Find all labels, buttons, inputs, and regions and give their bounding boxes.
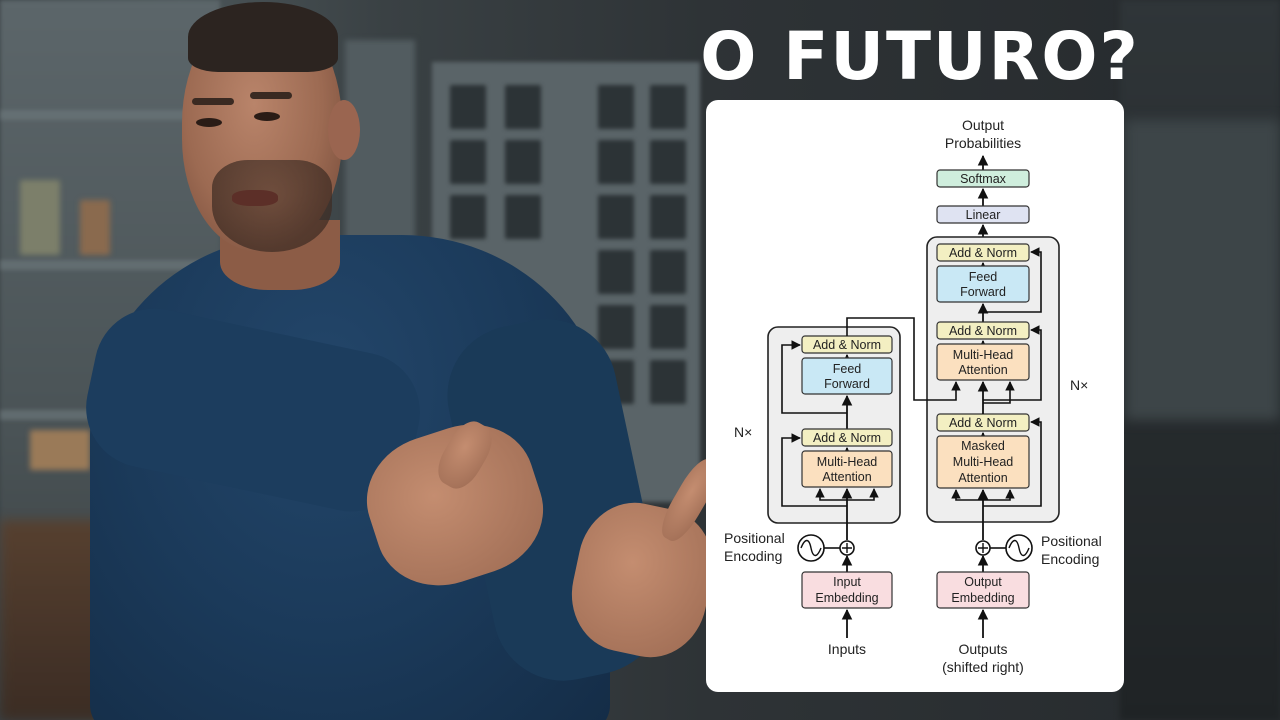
door-pane	[450, 85, 486, 129]
presenter-mouth	[232, 190, 278, 206]
decoder-wave	[1008, 539, 1030, 557]
presenter-beard	[212, 160, 332, 252]
masked-mha-label-line3: Attention	[958, 471, 1007, 485]
shelf	[0, 260, 210, 270]
encoder-mha-label-line1: Multi-Head	[817, 455, 877, 469]
shelf-book	[30, 430, 90, 470]
softmax-label: Softmax	[960, 172, 1007, 186]
inputs-label: Inputs	[828, 641, 866, 657]
door-pane	[650, 195, 686, 239]
encoder-feed-forward-block	[801, 357, 893, 395]
encoder-nx-label: N×	[734, 424, 752, 440]
decoder-positional-encoding-label-line1: Positional	[1041, 533, 1102, 549]
decoder-add-norm-top-label: Add & Norm	[949, 246, 1017, 260]
encoder-add-norm-top-label: Add & Norm	[813, 338, 881, 352]
door-pane	[505, 195, 541, 239]
decoder-masked-attention-block	[936, 435, 1030, 489]
transformer-diagram-card: Output Probabilities Softmax Linear Add …	[706, 100, 1124, 692]
encoder-decoder-arrow	[846, 317, 961, 401]
shelf-book	[80, 200, 110, 255]
door-pane	[450, 140, 486, 184]
door-pane	[650, 360, 686, 404]
outputs-label-line2: (shifted right)	[942, 659, 1024, 675]
input-embedding-label-line2: Embedding	[815, 591, 878, 605]
door-pane	[598, 305, 634, 349]
encoder-stack	[767, 326, 901, 524]
residual-arrow	[983, 247, 1042, 313]
encoder-add-norm-bottom-label: Add & Norm	[813, 431, 881, 445]
arrow	[815, 488, 847, 501]
input-embedding-block	[801, 571, 893, 609]
arrow	[847, 488, 879, 501]
presenter-eye	[196, 118, 222, 127]
output-embedding-label-line1: Output	[964, 575, 1002, 589]
presenter-eyebrow	[250, 92, 292, 99]
input-embedding-label-line1: Input	[833, 575, 861, 589]
door-pane	[650, 250, 686, 294]
encoder-mha-label-line2: Attention	[822, 470, 871, 484]
door-pane	[598, 250, 634, 294]
encoder-wave	[800, 539, 822, 557]
masked-mha-label-line1: Masked	[961, 439, 1005, 453]
output-embedding-block	[936, 571, 1030, 609]
shelf	[0, 110, 210, 120]
right-wall	[1125, 120, 1280, 420]
door-pane	[598, 140, 634, 184]
decoder-feed-forward-label-line1: Feed	[969, 270, 998, 284]
linear-label: Linear	[966, 208, 1001, 222]
door-pane	[598, 195, 634, 239]
masked-mha-label-line2: Multi-Head	[953, 455, 1013, 469]
door-pane	[505, 85, 541, 129]
door-pane	[598, 85, 634, 129]
residual-arrow	[983, 417, 1042, 507]
encoder-feed-forward-label-line2: Forward	[824, 377, 870, 391]
decoder-plus-sign	[978, 543, 988, 553]
encoder-feed-forward-label-line1: Feed	[833, 362, 862, 376]
headline: O FUTURO?	[700, 18, 1140, 95]
linear-block	[936, 205, 1030, 224]
presenter-eye	[254, 112, 280, 121]
decoder-feed-forward-block	[936, 265, 1030, 303]
encoder-multi-head-attention-block	[801, 450, 893, 488]
presenter-eyebrow	[192, 98, 234, 105]
outputs-label-line1: Outputs	[958, 641, 1007, 657]
decoder-mha-label-line1: Multi-Head	[953, 348, 1013, 362]
arrow	[983, 381, 1015, 404]
door-pane	[505, 140, 541, 184]
decoder-mha-label-line2: Attention	[958, 363, 1007, 377]
shelf-book	[20, 180, 60, 255]
decoder-multi-head-attention-block	[936, 343, 1030, 381]
residual-arrow	[781, 340, 847, 414]
residual-arrow	[781, 433, 847, 507]
decoder-add-norm-mid-label: Add & Norm	[949, 324, 1017, 338]
decoder-add-norm-top-block	[936, 243, 1030, 262]
residual-arrow	[983, 325, 1042, 401]
output-probabilities-label-line1: Output	[962, 117, 1004, 133]
encoder-positional-encoding-label-line2: Encoding	[724, 548, 782, 564]
softmax-block	[936, 169, 1030, 188]
door-pane	[650, 85, 686, 129]
decoder-nx-label: N×	[1070, 377, 1088, 393]
decoder-feed-forward-label-line2: Forward	[960, 285, 1006, 299]
transformer-diagram: Output Probabilities Softmax Linear Add …	[724, 117, 1102, 675]
presenter-hair	[188, 2, 338, 72]
door-pane	[650, 140, 686, 184]
decoder-add-norm-mid-block	[936, 321, 1030, 340]
arrow	[983, 489, 1015, 501]
presenter-ear	[328, 100, 360, 160]
output-probabilities-label-line2: Probabilities	[945, 135, 1021, 151]
decoder-add-norm-bottom-label: Add & Norm	[949, 416, 1017, 430]
door-pane	[650, 305, 686, 349]
door-pane	[450, 195, 486, 239]
arrow	[951, 489, 983, 501]
encoder-plus-sign	[842, 543, 852, 553]
decoder-positional-encoding-label-line2: Encoding	[1041, 551, 1099, 567]
encoder-positional-encoding-label-line1: Positional	[724, 530, 785, 546]
encoder-add-norm-bottom-block	[801, 428, 893, 447]
output-embedding-label-line2: Embedding	[951, 591, 1014, 605]
